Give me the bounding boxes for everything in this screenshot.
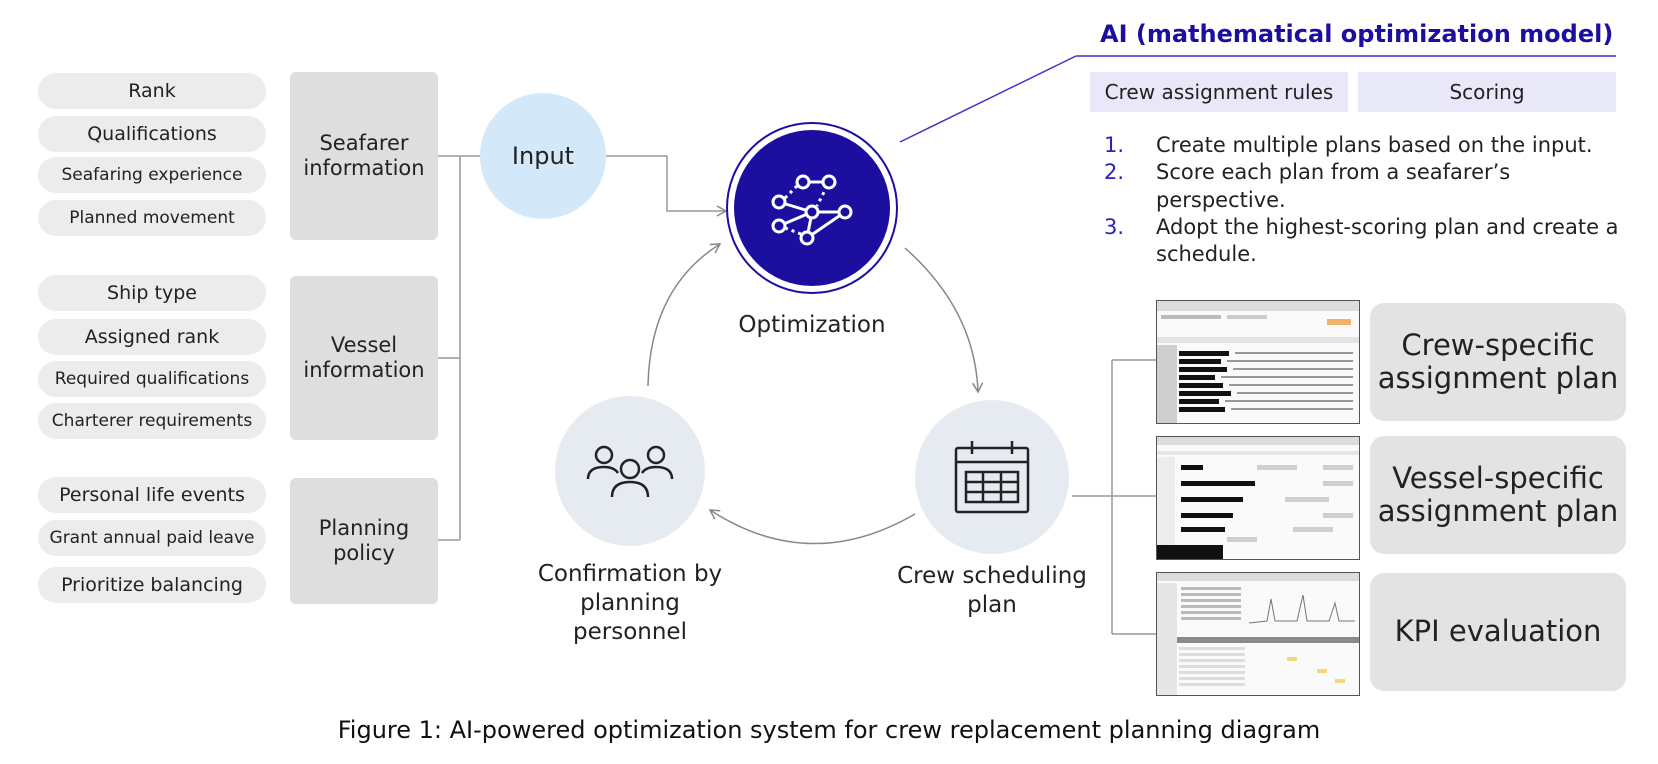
ai-step-number: 1. (1104, 133, 1125, 157)
tab-scoring: Scoring (1358, 72, 1616, 112)
confirmation-to-optimization-arrow (647, 243, 722, 387)
people-group-icon (586, 445, 674, 498)
kpi-screenshot-image (1157, 573, 1359, 695)
ai-title: AI (mathematical optimization model) (1100, 20, 1614, 48)
figure-caption: Figure 1: AI-powered optimization system… (337, 716, 1321, 744)
input-item-assigned-rank: Assigned rank (38, 319, 266, 355)
kpi-screenshot-thumbnail (1156, 572, 1360, 696)
output-kpi-evaluation: KPI evaluation (1370, 573, 1626, 691)
optimization-core (734, 130, 890, 286)
output-vessel-specific-assignment-plan: Vessel-specific assignment plan (1370, 436, 1626, 554)
ai-step-text: Score each plan from a seafarer’s perspe… (1156, 160, 1511, 212)
input-item-grant-annual-paid-leave: Grant annual paid leave (38, 520, 266, 556)
confirmation-node (555, 396, 705, 546)
ai-step-number: 3. (1104, 214, 1125, 239)
calendar-icon (954, 441, 1030, 514)
input-item-qualifications: Qualifications (38, 116, 266, 152)
tab-crew-assignment-rules: Crew assignment rules (1090, 72, 1348, 112)
input-to-optimization-arrow (606, 155, 728, 217)
category-planning-policy: Planning policy (290, 478, 438, 604)
ai-step: 1. Create multiple plans based on the in… (1104, 132, 1624, 159)
ai-step: 3. Adopt the highest-scoring plan and cr… (1104, 214, 1624, 269)
crew-plan-screenshot-thumbnail (1156, 300, 1360, 424)
vessel-plan-screenshot-thumbnail (1156, 436, 1360, 560)
input-item-required-qualifications: Required qualifications (38, 361, 266, 397)
plan-to-confirmation-arrow (708, 509, 916, 545)
vessel-plan-screenshot-image (1157, 437, 1359, 559)
network-nodes-icon (771, 174, 853, 246)
crew-scheduling-plan-node (915, 400, 1069, 554)
optimization-to-plan-arrow (904, 247, 984, 394)
category-seafarer-information: Seafarer information (290, 72, 438, 240)
ai-steps-list: 1. Create multiple plans based on the in… (1104, 132, 1624, 268)
input-item-rank: Rank (38, 73, 266, 109)
input-item-charterer-requirements: Charterer requirements (38, 403, 266, 439)
input-node: Input (480, 93, 606, 219)
input-item-seafaring-experience: Seafaring experience (38, 157, 266, 193)
output-crew-specific-assignment-plan: Crew-specific assignment plan (1370, 303, 1626, 421)
confirmation-label: Confirmation by planning personnel (537, 561, 723, 645)
input-item-personal-life-events: Personal life events (38, 477, 266, 513)
crew-plan-screenshot-image (1157, 301, 1359, 423)
category-vessel-information: Vessel information (290, 276, 438, 440)
ai-step-number: 2. (1104, 160, 1125, 185)
input-item-prioritize-balancing: Prioritize balancing (38, 567, 266, 603)
optimization-node (726, 122, 898, 294)
input-item-ship-type: Ship type (38, 275, 266, 311)
ai-step: 2. Score each plan from a seafarer’s per… (1104, 159, 1624, 214)
input-label: Input (511, 142, 575, 170)
input-item-planned-movement: Planned movement (38, 200, 266, 236)
ai-step-text: Adopt the highest-scoring plan and creat… (1156, 214, 1619, 267)
input-bracket (438, 155, 480, 541)
ai-callout-line (899, 55, 1616, 143)
optimization-label: Optimization (738, 312, 886, 338)
ai-step-text: Create multiple plans based on the input… (1156, 133, 1593, 157)
crew-scheduling-plan-label: Crew scheduling plan (897, 563, 1087, 618)
output-bracket (1072, 359, 1156, 635)
